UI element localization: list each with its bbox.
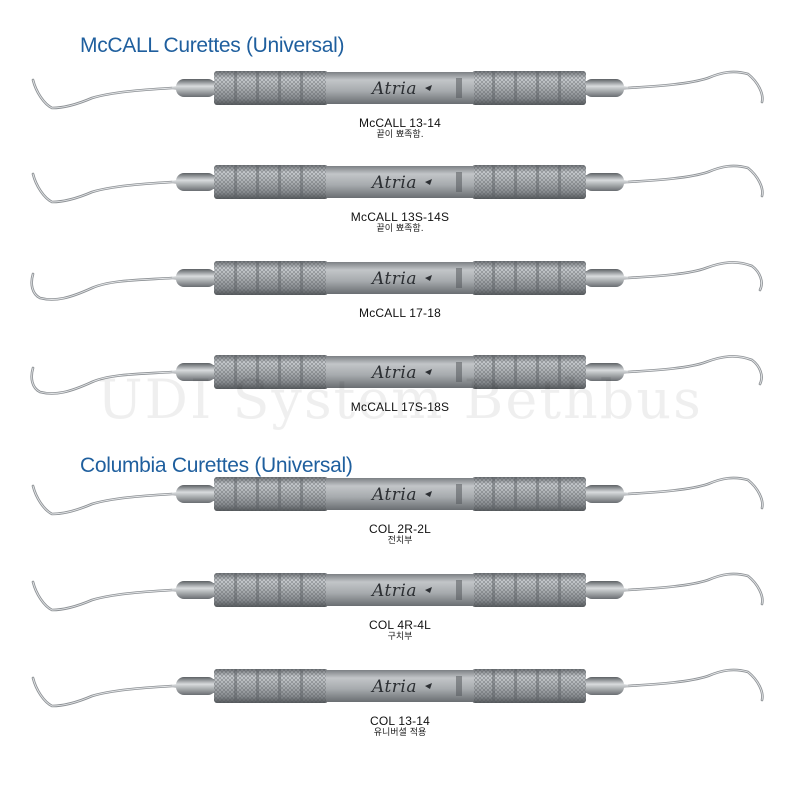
left-tip bbox=[31, 78, 174, 110]
engraved-code bbox=[456, 172, 462, 192]
right-collar bbox=[584, 485, 624, 503]
curette-instrument-image: Atria bbox=[30, 355, 763, 395]
curette-instrument-image: Atria bbox=[31, 70, 764, 110]
logo-arrow-icon bbox=[425, 369, 432, 375]
left-tip bbox=[31, 580, 174, 612]
atria-logo: Atria bbox=[370, 485, 417, 505]
curette-instrument-image: Atria bbox=[31, 164, 764, 204]
center-barrel bbox=[326, 356, 474, 388]
logo-arrow-icon bbox=[425, 587, 432, 593]
center-barrel bbox=[326, 574, 474, 606]
instrument-label: McCALL 17S-18S bbox=[0, 400, 800, 414]
right-collar bbox=[584, 677, 624, 695]
left-collar bbox=[176, 79, 216, 97]
left-tip bbox=[31, 484, 174, 516]
curette-instrument-image: Atria bbox=[30, 261, 763, 301]
atria-logo: Atria bbox=[370, 269, 417, 289]
model-note: 끝이 뾰족함. bbox=[376, 224, 424, 235]
atria-logo: Atria bbox=[370, 677, 417, 697]
model-name: McCALL 17S-18S bbox=[350, 400, 450, 414]
center-barrel bbox=[326, 262, 474, 294]
section-title-mccall: McCALL Curettes (Universal) bbox=[80, 34, 345, 57]
left-collar bbox=[176, 173, 216, 191]
engraved-code bbox=[456, 676, 462, 696]
logo-arrow-icon bbox=[425, 683, 432, 689]
engraved-code bbox=[456, 362, 462, 382]
atria-logo: Atria bbox=[370, 363, 417, 383]
model-name: COL 4R-4L bbox=[368, 618, 432, 632]
curette-instrument-image: Atria bbox=[31, 476, 764, 516]
model-note: 끝이 뾰족함. bbox=[376, 130, 424, 141]
right-tip bbox=[626, 261, 763, 292]
curette-instrument-image: Atria bbox=[31, 572, 764, 612]
atria-logo: Atria bbox=[370, 79, 417, 99]
center-barrel bbox=[326, 670, 474, 702]
section-title-columbia: Columbia Curettes (Universal) bbox=[80, 454, 353, 477]
right-collar bbox=[584, 269, 624, 287]
right-collar bbox=[584, 79, 624, 97]
right-collar bbox=[584, 581, 624, 599]
model-note: 구치부 bbox=[387, 632, 413, 643]
atria-logo: Atria bbox=[370, 173, 417, 193]
left-collar bbox=[176, 677, 216, 695]
left-collar bbox=[176, 363, 216, 381]
left-tip bbox=[30, 272, 174, 301]
left-collar bbox=[176, 581, 216, 599]
model-note: 유니버셜 적용 bbox=[373, 728, 427, 739]
left-tip bbox=[30, 366, 174, 395]
curette-instrument-image: Atria bbox=[31, 668, 764, 708]
center-barrel bbox=[326, 478, 474, 510]
model-name: McCALL 13S-14S bbox=[350, 210, 450, 224]
atria-logo: Atria bbox=[370, 581, 417, 601]
model-name: COL 13-14 bbox=[369, 714, 431, 728]
model-name: COL 2R-2L bbox=[368, 522, 432, 536]
engraved-code bbox=[456, 580, 462, 600]
left-collar bbox=[176, 269, 216, 287]
logo-arrow-icon bbox=[425, 275, 432, 281]
model-name: McCALL 17-18 bbox=[359, 306, 441, 320]
logo-arrow-icon bbox=[425, 491, 432, 497]
logo-arrow-icon bbox=[425, 85, 432, 91]
left-tip bbox=[31, 172, 174, 204]
model-name: McCALL 13-14 bbox=[359, 116, 441, 130]
model-note: 전치부 bbox=[387, 536, 413, 547]
left-tip bbox=[31, 676, 174, 708]
engraved-code bbox=[456, 78, 462, 98]
center-barrel bbox=[326, 166, 474, 198]
right-tip bbox=[626, 355, 763, 386]
center-barrel bbox=[326, 72, 474, 104]
logo-arrow-icon bbox=[425, 179, 432, 185]
left-collar bbox=[176, 485, 216, 503]
instrument-label: McCALL 17-18 bbox=[0, 306, 800, 320]
right-collar bbox=[584, 363, 624, 381]
right-collar bbox=[584, 173, 624, 191]
engraved-code bbox=[456, 484, 462, 504]
engraved-code bbox=[456, 268, 462, 288]
